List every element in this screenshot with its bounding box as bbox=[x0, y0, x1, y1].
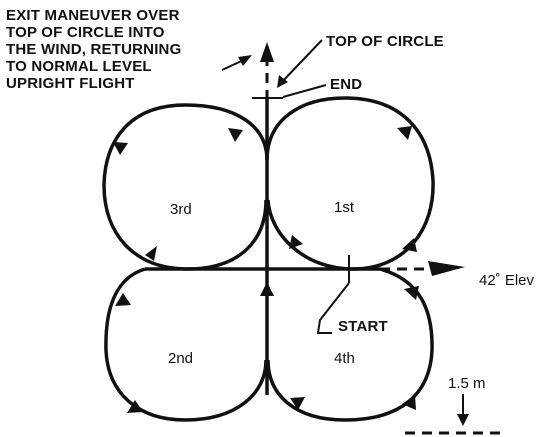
loop-4th-lower-right-arrow bbox=[402, 395, 416, 410]
exit-maneuver-note: EXIT MANEUVER OVER TOP OF CIRCLE INTO TH… bbox=[6, 7, 181, 92]
end-pointer bbox=[282, 84, 327, 98]
loop-2nd bbox=[104, 267, 268, 422]
loop-2nd-label: 2nd bbox=[168, 350, 193, 367]
loop-1st-top-arrow bbox=[397, 126, 412, 140]
start-label: START bbox=[338, 318, 388, 335]
loop-3rd-left-arrow bbox=[113, 142, 128, 155]
scale-label: 1.5 m bbox=[448, 375, 486, 392]
center-up-arrow bbox=[260, 282, 274, 296]
loop-4th-label: 4th bbox=[334, 350, 355, 367]
exit-note-line-2: TOP OF CIRCLE INTO bbox=[6, 24, 165, 41]
exit-up-arrow bbox=[260, 42, 274, 62]
top-of-circle-pointer-head bbox=[277, 75, 288, 88]
loop-2nd-bottom-arrow bbox=[127, 400, 143, 413]
loop-1st bbox=[265, 96, 435, 271]
exit-leader-arrow bbox=[221, 55, 252, 71]
exit-note-line-3: THE WIND, RETURNING bbox=[6, 41, 181, 58]
loop-1st-right-arrow bbox=[402, 238, 417, 252]
loop-4th-bottom-arrow bbox=[290, 397, 305, 410]
top-of-circle-pointer bbox=[279, 39, 323, 85]
loop-4th-right-arrow bbox=[404, 286, 419, 300]
exit-note-line-5: UPRIGHT FLIGHT bbox=[6, 75, 135, 92]
loop-1st-label: 1st bbox=[334, 199, 355, 216]
end-label: END bbox=[330, 76, 362, 93]
direction-arrows bbox=[113, 126, 419, 413]
loop-3rd bbox=[102, 103, 269, 271]
loop-3rd-label: 3rd bbox=[170, 201, 192, 218]
loop-3rd-bottom-arrow bbox=[145, 246, 157, 261]
start-pointer bbox=[316, 282, 350, 334]
elevation-arrow bbox=[428, 261, 465, 276]
loop-1st-inner-arrow bbox=[289, 235, 303, 249]
loop-3rd-top-arrow bbox=[228, 128, 243, 142]
loop-2nd-left-arrow bbox=[115, 293, 131, 306]
top-of-circle-label: TOP OF CIRCLE bbox=[326, 33, 444, 50]
scale-arrow bbox=[457, 414, 469, 426]
exit-note-line-1: EXIT MANEUVER OVER bbox=[6, 7, 180, 24]
exit-note-line-4: TO NORMAL LEVEL bbox=[6, 58, 152, 75]
elevation-label: 42˚ Elev bbox=[479, 272, 535, 289]
